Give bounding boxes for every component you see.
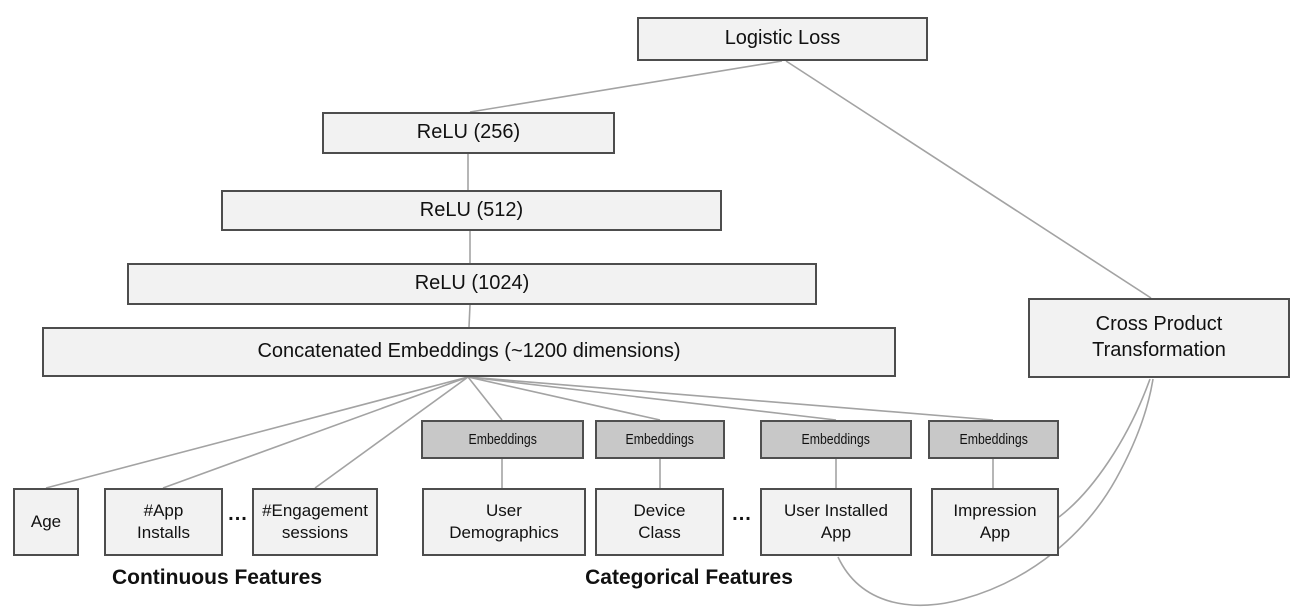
node-embeddings-2: Embeddings — [595, 420, 725, 459]
group-label-categorical-features: Categorical Features — [585, 566, 793, 589]
feature-impression-app: Impression App — [931, 488, 1059, 556]
feature-engagement-sessions-label: #Engagement sessions — [262, 501, 368, 542]
edge-userinstalled-to-crossproduct — [837, 378, 1154, 607]
edge-impression-to-crossproduct — [1058, 378, 1151, 518]
node-relu-1024-label: ReLU (1024) — [414, 272, 530, 295]
node-embeddings-4-label: Embeddings — [959, 430, 1028, 448]
feature-impression-app-label: Impression App — [953, 501, 1037, 542]
node-embeddings-1: Embeddings — [421, 420, 584, 459]
ellipsis-categorical: ... — [732, 503, 752, 525]
feature-user-installed-app-label: User Installed App — [784, 501, 888, 542]
node-embeddings-3: Embeddings — [760, 420, 912, 459]
ellipsis-continuous: ... — [228, 503, 248, 525]
node-logistic-loss: Logistic Loss — [637, 17, 928, 61]
node-relu-256: ReLU (256) — [322, 112, 615, 154]
feature-user-demographics: User Demographics — [422, 488, 586, 556]
node-cross-product-transformation: Cross Product Transformation — [1028, 298, 1290, 378]
edge-concat-to-embed-4 — [467, 376, 994, 421]
feature-age-label: Age — [30, 512, 62, 532]
feature-app-installs-label: #App Installs — [137, 501, 190, 542]
node-logistic-loss-label: Logistic Loss — [724, 27, 841, 50]
edge-concat-to-embed-1 — [467, 376, 503, 421]
node-relu-256-label: ReLU (256) — [416, 121, 521, 144]
node-concatenated-embeddings: Concatenated Embeddings (~1200 dimension… — [42, 327, 896, 377]
node-relu-512-label: ReLU (512) — [419, 198, 524, 221]
node-relu-1024: ReLU (1024) — [127, 263, 817, 305]
node-relu-512: ReLU (512) — [221, 190, 722, 231]
node-embeddings-4: Embeddings — [928, 420, 1059, 459]
group-label-continuous-features: Continuous Features — [111, 566, 322, 589]
node-concatenated-embeddings-label: Concatenated Embeddings (~1200 dimension… — [257, 340, 681, 363]
feature-device-class: Device Class — [595, 488, 724, 556]
feature-age: Age — [13, 488, 79, 556]
edge-concat-to-engagement — [314, 376, 469, 489]
node-embeddings-3-label: Embeddings — [801, 430, 871, 448]
node-embeddings-2-label: Embeddings — [625, 430, 695, 448]
node-cross-product-label: Cross Product Transformation — [1092, 313, 1226, 361]
edge-concat-to-age — [45, 376, 469, 489]
edge-loss-to-relu256 — [469, 60, 783, 113]
feature-app-installs: #App Installs — [104, 488, 223, 556]
edge-concat-to-app-installs — [162, 376, 469, 489]
edge-loss-to-crossproduct — [785, 60, 1152, 299]
edge-relu1024-to-concat — [468, 304, 471, 328]
feature-engagement-sessions: #Engagement sessions — [252, 488, 378, 556]
feature-user-installed-app: User Installed App — [760, 488, 912, 556]
edge-concat-to-embed-2 — [467, 376, 661, 421]
node-embeddings-1-label: Embeddings — [468, 430, 537, 448]
edge-concat-to-embed-3 — [467, 376, 837, 421]
feature-device-class-label: Device Class — [633, 501, 686, 542]
feature-user-demographics-label: User Demographics — [449, 501, 559, 542]
